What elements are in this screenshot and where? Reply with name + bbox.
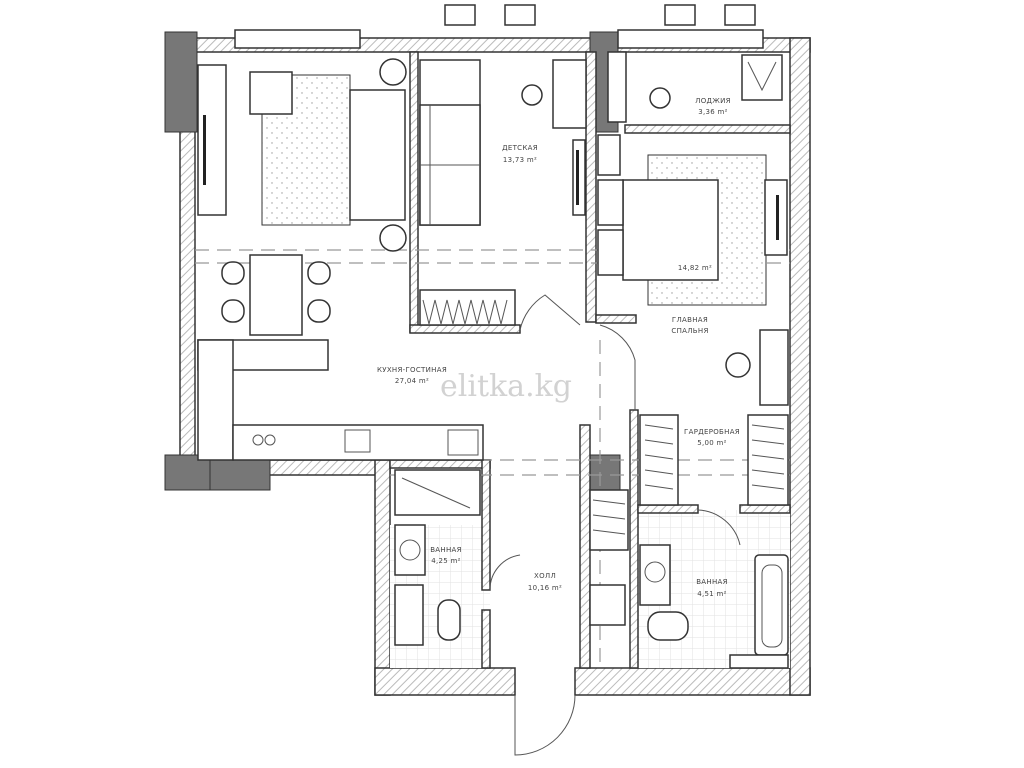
loggia-area: 3,36 m² xyxy=(698,108,728,116)
bedroom-name-line1: ГЛАВНАЯ xyxy=(672,316,708,324)
bath1-name: ВАННАЯ xyxy=(430,546,462,554)
bedroom-furniture xyxy=(597,51,789,410)
wardrobe-name: ГАРДЕРОБНАЯ xyxy=(684,428,740,436)
bedroom-area: 14,82 m² xyxy=(678,264,712,272)
watermark: elitka.kg xyxy=(440,369,572,404)
bath-wardrobe-furniture xyxy=(394,414,789,669)
bedroom-name-line2: СПАЛЬНЯ xyxy=(671,327,708,335)
entrance-door xyxy=(514,694,576,756)
bath2-name: ВАННАЯ xyxy=(696,578,728,586)
bath1-area: 4,25 m² xyxy=(431,557,461,565)
loggia-name: ЛОДЖИЯ xyxy=(695,97,731,105)
windows xyxy=(234,4,764,49)
exterior-walls xyxy=(164,31,811,696)
wardrobe-area: 5,00 m² xyxy=(697,439,727,447)
living-room-area: 27,04 m² xyxy=(395,377,429,385)
living-room-name: КУХНЯ-ГОСТИНАЯ xyxy=(377,366,447,374)
kids-furniture xyxy=(419,59,587,331)
interior-walls xyxy=(389,51,791,669)
kids-room-area: 13,73 m² xyxy=(503,156,537,164)
hall-name: ХОЛЛ xyxy=(534,572,556,580)
living-furniture xyxy=(197,58,484,461)
bath2-area: 4,51 m² xyxy=(697,590,727,598)
kids-room-name: ДЕТСКАЯ xyxy=(502,144,538,152)
room-labels: ДЕТСКАЯ 13,73 m² ЛОДЖИЯ 3,36 m² 14,82 m²… xyxy=(377,97,740,598)
hall-area: 10,16 m² xyxy=(528,584,562,592)
